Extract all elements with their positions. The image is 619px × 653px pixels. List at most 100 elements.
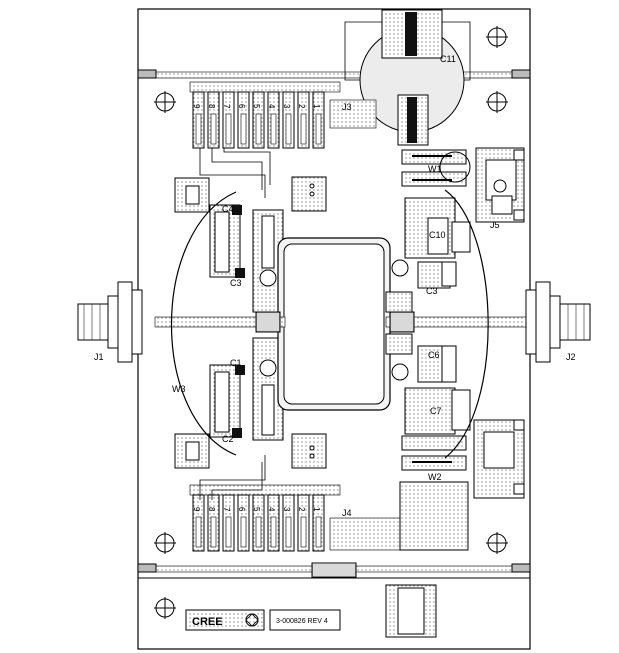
j3-pin-label: 6 bbox=[237, 104, 246, 109]
j1-sma-connector bbox=[77, 281, 143, 363]
j4-pin-label: 8 bbox=[207, 507, 216, 512]
output-match-circle-lower bbox=[391, 363, 409, 381]
j3-pin-8-lead bbox=[210, 113, 217, 145]
bias-traces-lower bbox=[199, 455, 266, 500]
j4-pin-label: 3 bbox=[282, 507, 291, 512]
label-c7: C7 bbox=[430, 406, 442, 416]
label-w2: W2 bbox=[428, 472, 442, 482]
j5-connector bbox=[475, 147, 525, 223]
j3-pin-label: 2 bbox=[297, 104, 306, 109]
j3-pin-9-lead bbox=[195, 113, 202, 145]
label-j2: J2 bbox=[566, 352, 576, 362]
w3-wire bbox=[170, 191, 237, 456]
label-c1: C1 bbox=[230, 358, 242, 368]
j3-pin-label: 9 bbox=[192, 104, 201, 109]
j4-pin-label: 2 bbox=[297, 507, 306, 512]
transistor-lid bbox=[283, 243, 385, 405]
j3-pin-2-lead bbox=[300, 113, 307, 145]
j4-trace bbox=[329, 517, 411, 551]
j3-pin-label: 3 bbox=[282, 104, 291, 109]
bottom-rail-right-tab bbox=[511, 563, 531, 573]
j4-pin-9-lead bbox=[195, 516, 202, 548]
label-w1: W1 bbox=[428, 164, 442, 174]
j3-pin-label: 7 bbox=[222, 104, 231, 109]
bottom-connector-strip bbox=[311, 562, 357, 578]
output-wire-arc bbox=[444, 189, 489, 459]
j4-pin-label: 7 bbox=[222, 507, 231, 512]
j3-pin-label: 1 bbox=[312, 104, 321, 109]
w2-pad-block bbox=[399, 481, 469, 551]
mounting-hole-upper-right bbox=[486, 91, 508, 113]
j3-pin-label: 5 bbox=[252, 104, 261, 109]
label-c10: C10 bbox=[429, 230, 446, 240]
footer-connector bbox=[385, 584, 437, 638]
label-c2: C2 bbox=[222, 434, 234, 444]
top-rail-left-tab bbox=[137, 69, 157, 79]
label-c3-left: C3 bbox=[230, 278, 242, 288]
j3-header-frame bbox=[189, 81, 341, 93]
part-number: 3-000826 REV 4 bbox=[276, 618, 328, 625]
j4-pin-label: 4 bbox=[267, 507, 276, 512]
input-lead-pad bbox=[255, 311, 281, 333]
j4-header-frame bbox=[189, 484, 341, 496]
pad-block-lower-mid bbox=[291, 433, 327, 469]
top-rail-right-tab bbox=[511, 69, 531, 79]
c10-capacitor bbox=[404, 197, 471, 259]
j3-pin-label: 8 bbox=[207, 104, 216, 109]
output-match-pad-upper bbox=[385, 291, 413, 313]
mounting-hole-top-right bbox=[486, 26, 508, 48]
j4-pin-label: 6 bbox=[237, 507, 246, 512]
mounting-hole-upper-left bbox=[154, 91, 176, 113]
c7-capacitor bbox=[404, 387, 471, 435]
label-j3: J3 bbox=[342, 102, 352, 112]
j3-pin-4-lead bbox=[270, 113, 277, 145]
c6-pad bbox=[417, 345, 457, 383]
label-j4: J4 bbox=[342, 508, 352, 518]
label-c3-right: C3 bbox=[426, 286, 438, 296]
j3-pin-5-lead bbox=[255, 113, 262, 145]
label-c11: C11 bbox=[440, 54, 456, 64]
c9-pad bbox=[417, 261, 457, 289]
label-c6: C6 bbox=[428, 350, 440, 360]
j4-pin-label: 1 bbox=[312, 507, 321, 512]
c11-top-lead bbox=[405, 12, 417, 56]
pad-block-lower-left bbox=[174, 433, 210, 469]
j4-pin-8-lead bbox=[210, 516, 217, 548]
j3-pin-label: 4 bbox=[267, 104, 276, 109]
logo-text: CREE bbox=[192, 616, 223, 628]
bias-traces-upper bbox=[199, 148, 271, 198]
pad-block-upper-left bbox=[174, 177, 210, 213]
rf-input-line bbox=[154, 316, 286, 328]
mounting-hole-lower-right bbox=[486, 532, 508, 554]
j3-pin-1-lead bbox=[315, 113, 322, 145]
j4-pin-label: 9 bbox=[192, 507, 201, 512]
bottom-rail-left-tab bbox=[137, 563, 157, 573]
output-lead-pad bbox=[389, 311, 415, 333]
cree-logo: CREE bbox=[185, 609, 265, 631]
output-match-pad-lower bbox=[385, 333, 413, 355]
j4-pin-3-lead bbox=[285, 516, 292, 548]
j4-pin-4-lead bbox=[270, 516, 277, 548]
part-number-box bbox=[269, 609, 341, 631]
j3-pin-3-lead bbox=[285, 113, 292, 145]
j4-pin-7-lead bbox=[225, 516, 232, 548]
j3-pin-7-lead bbox=[225, 113, 232, 145]
output-match-circle-upper bbox=[391, 259, 409, 277]
label-j1: J1 bbox=[94, 352, 104, 362]
j4-pin-label: 5 bbox=[252, 507, 261, 512]
pad-block-upper-mid bbox=[291, 176, 327, 212]
label-w3: W3 bbox=[172, 384, 186, 394]
label-j5: J5 bbox=[490, 220, 500, 230]
j3-pin-row: 9 8 7 6 5 4 3 2 1 bbox=[192, 91, 325, 149]
mounting-hole-lower-left bbox=[154, 532, 176, 554]
c11-bottom-lead bbox=[407, 97, 417, 143]
lower-right-connector bbox=[473, 419, 525, 499]
j4-pin-2-lead bbox=[300, 516, 307, 548]
label-c4: C4 bbox=[222, 204, 234, 214]
j4-pin-row: 9 8 7 6 5 4 3 2 1 bbox=[192, 494, 325, 552]
j3-trace bbox=[329, 99, 377, 129]
j4-pin-5-lead bbox=[255, 516, 262, 548]
j2-sma-connector bbox=[525, 281, 591, 363]
w1-pad bbox=[401, 149, 471, 187]
